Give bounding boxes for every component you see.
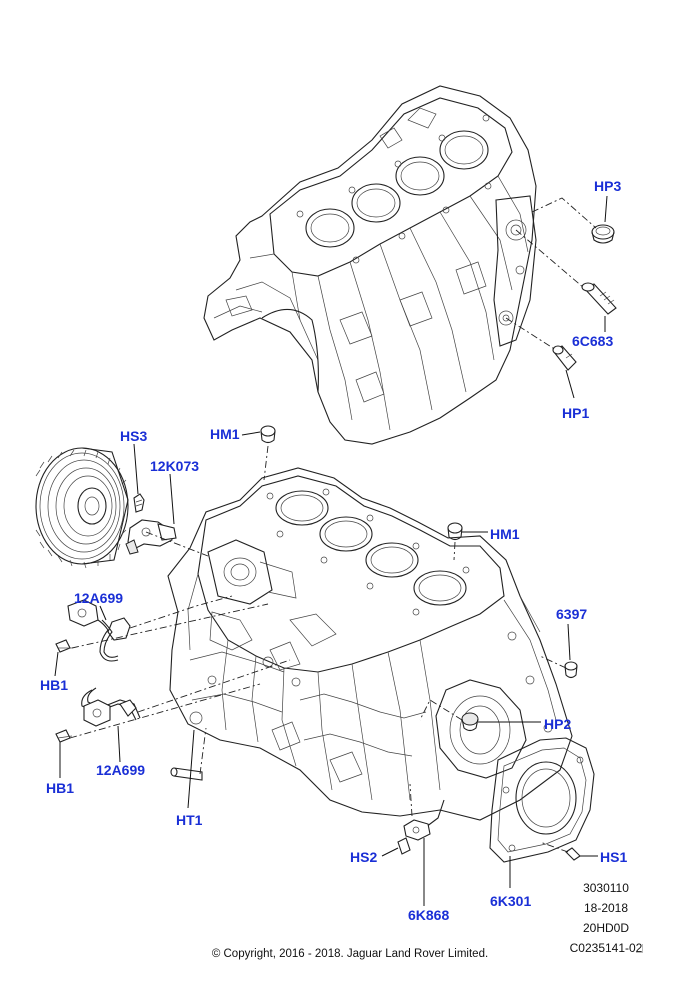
callout-12k073[interactable]: 12K073 — [150, 458, 200, 474]
callout-hp2[interactable]: HP2 — [544, 716, 572, 732]
plug-hm1-right — [447, 522, 463, 541]
leader-lines — [54, 431, 598, 906]
drawing-reference: 3030110 18-2018 20HD0D C0235141-02 — [556, 878, 656, 958]
callout-6397[interactable]: 6397 — [556, 606, 588, 622]
copyright-notice: © Copyright, 2016 - 2018. Jaguar Land Ro… — [211, 948, 489, 960]
corner-mark — [636, 944, 643, 953]
crankshaft-pulley — [35, 447, 129, 569]
sensor-6k868 — [397, 799, 445, 855]
reference-line-4: C0235141-02 — [569, 941, 643, 955]
callout-hb1-bottom[interactable]: HB1 — [46, 780, 75, 796]
reference-line-2: 18-2018 — [583, 901, 629, 915]
sensor-12k073 — [125, 493, 177, 555]
upper-cylinder-block — [203, 85, 537, 445]
callout-hb1-top[interactable]: HB1 — [40, 677, 69, 693]
plug-hp1 — [552, 345, 577, 371]
plug-hp3 — [591, 224, 615, 244]
callout-hs1[interactable]: HS1 — [600, 849, 628, 865]
callout-12a699-bottom[interactable]: 12A699 — [96, 762, 146, 778]
callout-hp3[interactable]: HP3 — [594, 178, 622, 194]
callout-hm1-right[interactable]: HM1 — [490, 526, 520, 542]
upper-parts — [505, 195, 617, 399]
rear-seal-6k301 — [489, 737, 595, 863]
callout-hp1[interactable]: HP1 — [562, 405, 590, 421]
callout-6c683[interactable]: 6C683 — [572, 333, 614, 349]
callout-6k301[interactable]: 6K301 — [490, 893, 532, 909]
callout-12a699-top[interactable]: 12A699 — [74, 590, 124, 606]
plug-hm1-top — [260, 425, 276, 444]
knock-sensor-12a699-upper — [55, 599, 131, 662]
callout-ht1[interactable]: HT1 — [176, 812, 203, 828]
callout-6k868[interactable]: 6K868 — [408, 907, 450, 923]
assembly-lines — [69, 445, 569, 853]
tube-ht1 — [170, 767, 203, 781]
plug-hp2 — [461, 712, 479, 732]
lower-cylinder-block — [167, 467, 573, 821]
reference-line-3: 20HD0D — [582, 921, 630, 935]
callout-hm1-top[interactable]: HM1 — [210, 426, 240, 442]
reference-line-1: 3030110 — [583, 881, 629, 895]
bolt-hs1 — [565, 847, 581, 861]
bolt-6c683 — [581, 282, 617, 315]
callout-hs3[interactable]: HS3 — [120, 428, 148, 444]
callout-hs2[interactable]: HS2 — [350, 849, 378, 865]
plug-6397 — [564, 661, 578, 679]
knock-sensor-12a699-lower — [55, 687, 141, 743]
